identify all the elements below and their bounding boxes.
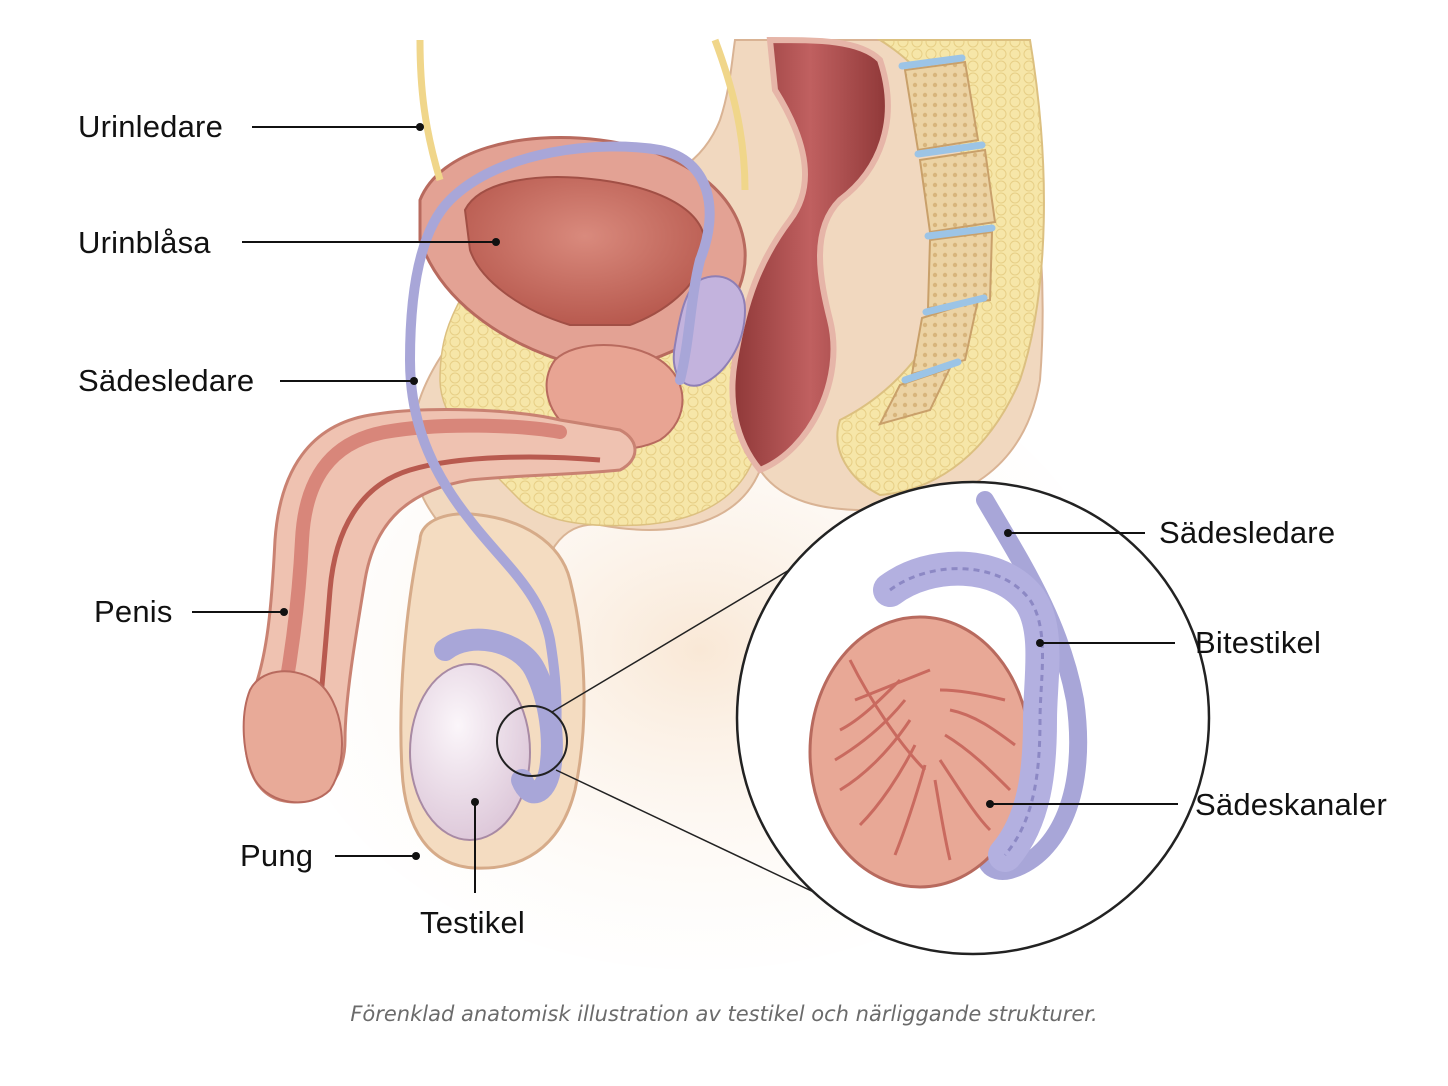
- zoom-connector-bottom: [555, 769, 859, 914]
- ureter-right: [711, 38, 749, 191]
- label-vas-deferens-left: Sädesledare: [78, 363, 255, 398]
- label-ureter: Urinledare: [78, 109, 224, 144]
- glans: [242, 670, 343, 804]
- rectum: [729, 36, 891, 474]
- zoom-source-circle: [496, 705, 568, 777]
- inset-epididymis: [873, 551, 1060, 872]
- penis-corpus: [278, 418, 567, 697]
- label-vas-deferens-right: Sädesledare: [1159, 515, 1336, 550]
- testis: [409, 663, 531, 841]
- leader-dots: [280, 123, 1044, 860]
- vas-deferens: [404, 141, 715, 795]
- label-testis: Testikel: [420, 905, 525, 940]
- label-penis: Penis: [94, 594, 173, 629]
- label-scrotum: Pung: [240, 838, 314, 873]
- leader-lines: [192, 126, 1178, 893]
- label-bladder: Urinblåsa: [78, 225, 211, 260]
- inset-tubules: [834, 659, 1016, 861]
- vertebrae: [878, 54, 997, 426]
- zoom-connector-top: [551, 547, 827, 713]
- figure-caption: Förenklad anatomisk illustration av test…: [350, 1002, 1098, 1026]
- ureter-left: [416, 39, 444, 182]
- urethra: [312, 454, 601, 761]
- label-seminiferous-tubules: Sädeskanaler: [1195, 787, 1387, 822]
- label-epididymis: Bitestikel: [1195, 625, 1322, 660]
